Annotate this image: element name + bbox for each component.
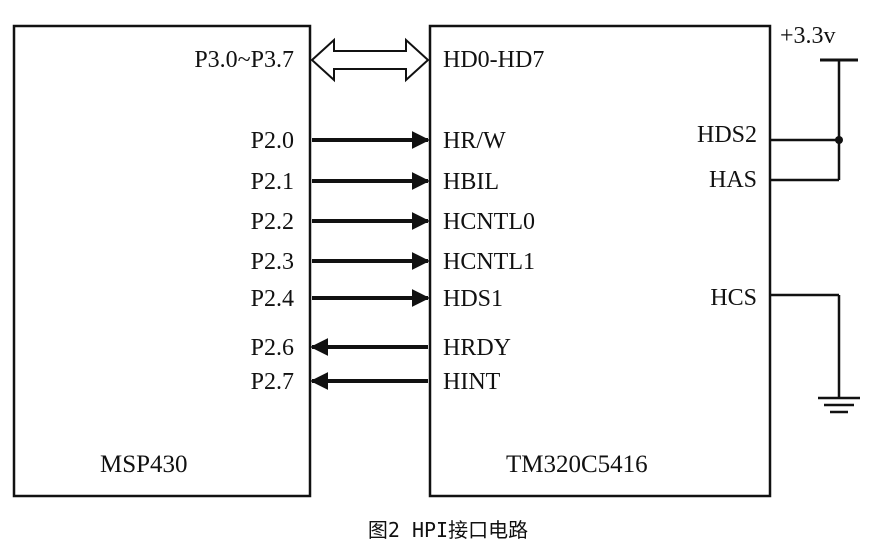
dsp-pin-hrdy: HRDY <box>443 335 511 361</box>
dsp-pin-hcntl1: HCNTL1 <box>443 249 535 275</box>
msp-bus-label: P3.0~P3.7 <box>194 47 294 73</box>
figure-caption: 图2 HPI接口电路 <box>368 518 528 542</box>
msp-port-p2-2: P2.2 <box>251 209 294 235</box>
dsp-label: TM320C5416 <box>506 451 648 478</box>
dsp-pin-hr-w: HR/W <box>443 128 506 154</box>
msp-port-p2-6: P2.6 <box>251 335 294 361</box>
dsp-block <box>428 24 772 498</box>
dsp-pin-hint: HINT <box>443 369 501 395</box>
junction-dot <box>835 136 843 144</box>
dsp-pin-hcs: HCS <box>710 285 757 311</box>
msp-port-p2-0: P2.0 <box>251 128 294 154</box>
msp-port-p2-3: P2.3 <box>251 249 294 275</box>
msp430-label: MSP430 <box>100 451 188 478</box>
dsp-pin-hds2: HDS2 <box>697 122 757 148</box>
msp-port-p2-4: P2.4 <box>251 286 294 312</box>
msp430-block <box>12 24 312 498</box>
dsp-pin-hcntl0: HCNTL0 <box>443 209 535 235</box>
ground-symbol <box>818 396 860 414</box>
dsp-bus-label: HD0-HD7 <box>443 47 544 73</box>
dsp-pin-has: HAS <box>709 167 757 193</box>
dsp-pin-hbil: HBIL <box>443 169 499 195</box>
data-bus-arrow <box>310 37 430 83</box>
msp-port-p2-1: P2.1 <box>251 169 294 195</box>
dsp-pin-hds1: HDS1 <box>443 286 503 312</box>
msp-port-p2-7: P2.7 <box>251 369 294 395</box>
power-label: +3.3v <box>780 23 836 49</box>
